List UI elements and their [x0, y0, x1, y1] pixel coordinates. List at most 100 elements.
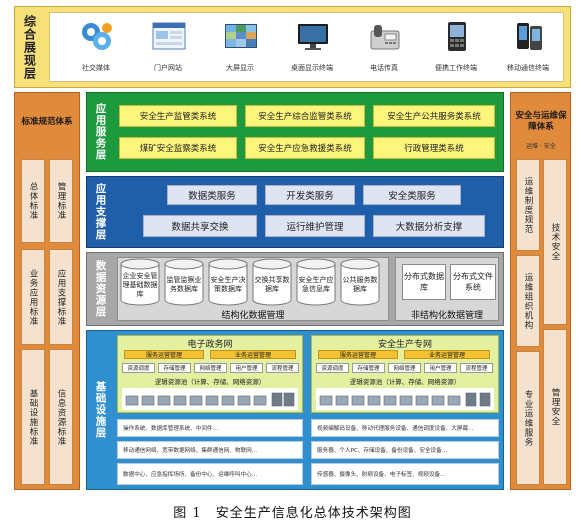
infra-row-networks: 移动通信网络、宽带数据网络、集群通信网、物联网… — [117, 441, 303, 459]
security-ops-panel: 安全与运维保障体系 运维 · 安全 运维制度规范 运维组织机构 专业运维服务 技… — [510, 92, 571, 490]
terminal-fax-phone: 电话传真 — [352, 13, 416, 83]
standard-business-app: 业务应用标准 — [21, 249, 45, 345]
db-decision: 安全生产决策数据库 — [208, 258, 248, 314]
ops-rules: 运维制度规范 — [516, 159, 540, 251]
egov-service-ops-tag: 服务运营管理 — [124, 350, 204, 359]
social-media-icon — [82, 23, 112, 50]
egov-resource-pool-label: 逻辑资源池（计算、存储、网络资源） — [154, 378, 266, 386]
egov-sub-network: 网络管理 — [194, 363, 227, 373]
db-supervision: 监管监察业务数据库 — [164, 258, 204, 314]
terminal-label: 大屏显示 — [226, 64, 254, 72]
safety-service-ops-tag: 服务运营管理 — [318, 350, 398, 359]
app-service-layer: 应用服务层 安全生产监管类系统 安全生产综合监管类系统 安全生产公共服务类系统 … — [86, 92, 504, 172]
safety-resource-pool-label: 逻辑资源池（计算、存储、网络资源） — [349, 378, 461, 386]
infra-layer-title: 基础设施层 — [94, 381, 107, 439]
presentation-layer: 综合展现层 社交媒体 门户网站 大屏显示 — [14, 6, 571, 88]
support-dev-service: 开发类服务 — [265, 185, 355, 205]
ops-organization: 运维组织机构 — [516, 255, 540, 347]
fax-phone-icon — [370, 25, 400, 50]
terminal-label: 门户网站 — [154, 64, 182, 72]
standards-panel-title: 标准规范体系 — [21, 116, 73, 127]
egov-sub-scheduling: 资源调度 — [122, 363, 155, 373]
safety-sub-scheduling: 资源调度 — [316, 363, 349, 373]
standard-infrastructure: 基础设施标准 — [21, 349, 45, 485]
support-data-exchange: 数据共享交换 — [143, 215, 257, 237]
app-system-supervision: 安全生产监管类系统 — [119, 105, 237, 127]
infra-row-facilities: 数据中心、应急指挥场所、备份中心、运维呼叫中心… — [117, 463, 303, 485]
terminal-label: 桌面显示终端 — [291, 64, 333, 72]
app-layer-title: 应用服务层 — [94, 103, 107, 161]
security-ops-panel-title: 安全与运维保障体系 — [515, 111, 567, 132]
db-emergency: 安全生产应急信息库 — [296, 258, 336, 314]
terminal-mobile-phone: 移动通信终端 — [496, 13, 560, 83]
support-security-service: 安全类服务 — [363, 185, 461, 205]
safety-sub-network: 网络管理 — [388, 363, 421, 373]
terminal-desktop-monitor: 桌面显示终端 — [280, 13, 344, 83]
structured-data-group: 企业安全管理基础数据库 监管监察业务数据库 安全生产决策数据库 交换共享数据库 … — [117, 257, 389, 321]
app-system-public-service: 安全生产公共服务类系统 — [373, 105, 495, 127]
egov-network-title: 电子政务网 — [187, 339, 233, 350]
figure-caption: 图 1 安全生产信息化总体技术架构图 — [173, 505, 412, 521]
support-ops-management: 运行维护管理 — [265, 215, 365, 237]
egov-sub-users: 用户管理 — [230, 363, 263, 373]
infrastructure-layer: 基础设施层 电子政务网 服务运营管理 业务运营管理 资源调度 存储管理 网络管理… — [86, 330, 504, 490]
standard-app-support: 应用支撑标准 — [49, 249, 73, 345]
distributed-filesystem: 分布式文件系统 — [450, 264, 496, 300]
app-system-admin: 行政管理类系统 — [373, 137, 495, 159]
mobile-phone-icon — [517, 23, 542, 50]
standard-overall: 总体标准 — [21, 159, 45, 243]
safety-sub-storage: 存储管理 — [352, 363, 385, 373]
safety-network-title: 安全生产专网 — [377, 339, 432, 350]
standard-info-resource: 信息资源标准 — [49, 349, 73, 485]
portable-terminal-icon — [448, 22, 466, 51]
desktop-monitor-icon — [298, 24, 328, 50]
safety-business-ops-tag: 业务运营管理 — [404, 350, 490, 359]
terminal-label: 便携工作终端 — [435, 64, 477, 72]
infra-row-hardware: 服务器、个人PC、存储设备、备份设备、安全设备… — [311, 441, 499, 459]
safety-sub-users: 用户管理 — [424, 363, 457, 373]
egov-sub-storage: 存储管理 — [158, 363, 191, 373]
server-rack-icon — [316, 388, 494, 410]
safety-sub-workflow: 流程管理 — [460, 363, 493, 373]
app-system-comprehensive: 安全生产综合监管类系统 — [245, 105, 365, 127]
terminal-strip: 社交媒体 门户网站 大屏显示 桌面显示终端 — [49, 12, 564, 82]
support-bigdata-analysis: 大数据分析支撑 — [373, 215, 485, 237]
infra-row-sensors: 传感器、摄像头、射频设备、电子标签、视频设备… — [311, 463, 499, 485]
terminal-social-media: 社交媒体 — [64, 13, 128, 83]
unstructured-data-group: 分布式数据库 分布式文件系统 非结构化数据管理 — [395, 257, 499, 321]
server-rack-icon — [122, 388, 298, 410]
egov-sub-workflow: 流程管理 — [266, 363, 299, 373]
database-icon — [252, 258, 292, 306]
database-icon — [120, 258, 160, 306]
terminal-label: 电话传真 — [370, 64, 398, 72]
ops-service: 专业运维服务 — [516, 351, 540, 485]
database-icon — [208, 258, 248, 306]
terminal-label: 移动通信终端 — [507, 64, 549, 72]
distributed-database: 分布式数据库 — [402, 264, 446, 300]
app-system-coal-mine: 煤矿安全监察类系统 — [119, 137, 237, 159]
infra-row-software: 操作系统、数据库管理系统、中间件… — [117, 419, 303, 437]
terminal-label: 社交媒体 — [82, 64, 110, 72]
app-system-emergency: 安全生产应急救援类系统 — [245, 137, 365, 159]
terminal-portable: 便携工作终端 — [424, 13, 488, 83]
egov-business-ops-tag: 业务运营管理 — [210, 350, 296, 359]
standards-panel: 标准规范体系 总体标准 管理标准 业务应用标准 应用支撑标准 基础设施标准 信息… — [14, 92, 80, 490]
support-data-service: 数据类服务 — [167, 185, 257, 205]
db-exchange: 交换共享数据库 — [252, 258, 292, 314]
data-layer-title: 数据资源层 — [94, 260, 107, 318]
infra-row-av-devices: 视频编解码设备、移动代理服务设备、通信调度设备、大屏幕… — [311, 419, 499, 437]
security-ops-subtitle: 运维 · 安全 — [526, 142, 556, 150]
sec-management: 管理安全 — [543, 329, 567, 485]
app-support-layer: 应用支撑层 数据类服务 开发类服务 安全类服务 数据共享交换 运行维护管理 大数… — [86, 176, 504, 248]
terminal-large-screen: 大屏显示 — [208, 13, 272, 83]
db-public-service: 公共服务数据库 — [340, 258, 380, 314]
portal-website-icon — [152, 22, 186, 50]
structured-data-label: 结构化数据管理 — [221, 311, 285, 321]
data-resource-layer: 数据资源层 企业安全管理基础数据库 监管监察业务数据库 安全生产决策数据库 交换… — [86, 252, 504, 326]
safety-network-panel: 安全生产专网 服务运营管理 业务运营管理 资源调度 存储管理 网络管理 用户管理… — [311, 335, 499, 413]
standard-management: 管理标准 — [49, 159, 73, 243]
unstructured-data-label: 非结构化数据管理 — [410, 311, 483, 321]
egov-network-panel: 电子政务网 服务运营管理 业务运营管理 资源调度 存储管理 网络管理 用户管理 … — [117, 335, 303, 413]
large-screen-icon — [225, 24, 257, 48]
database-icon — [164, 258, 204, 306]
